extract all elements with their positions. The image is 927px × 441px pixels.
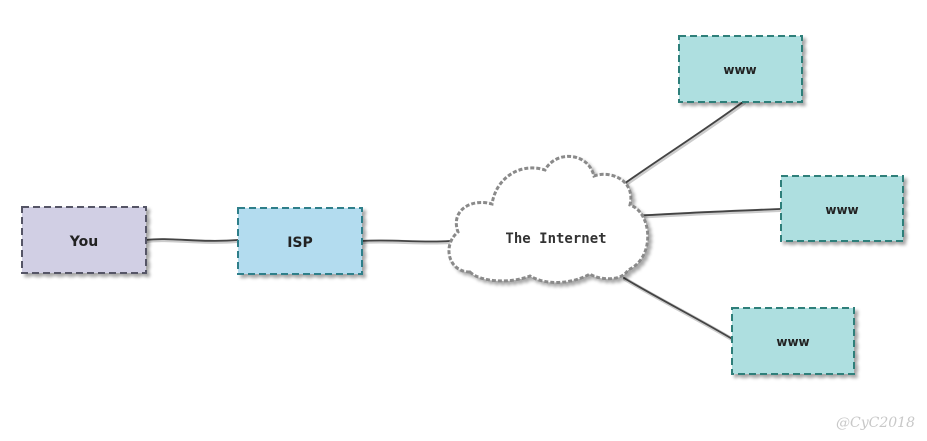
node-isp-label: ISP xyxy=(287,235,313,251)
node-you-label: You xyxy=(69,234,98,250)
connection-you-isp xyxy=(144,238,240,244)
node-www-bottom-label: www xyxy=(776,335,809,349)
connection-internet-www-middle xyxy=(632,208,782,219)
node-www-top-label: www xyxy=(723,63,756,77)
node-www-top-box xyxy=(678,35,803,103)
node-www-bottom xyxy=(731,307,855,375)
connection-isp-internet xyxy=(360,239,452,245)
node-www-middle-label: www xyxy=(825,203,858,217)
node-www-middle-box xyxy=(780,175,904,242)
connections xyxy=(144,101,782,343)
node-you-box xyxy=(21,206,147,274)
node-you xyxy=(21,206,147,274)
node-www-middle xyxy=(780,175,904,242)
node-internet-label: The Internet xyxy=(505,231,606,247)
node-www-top xyxy=(678,35,803,103)
connection-internet-www-bottom xyxy=(623,277,737,343)
connection-internet-www-top xyxy=(620,101,746,189)
node-www-bottom-box xyxy=(731,307,855,375)
cloud-shape xyxy=(447,154,650,284)
node-isp xyxy=(237,207,363,275)
watermark-text: @CyC2018 xyxy=(836,415,915,431)
node-isp-box xyxy=(237,207,363,275)
node-internet xyxy=(447,154,650,284)
